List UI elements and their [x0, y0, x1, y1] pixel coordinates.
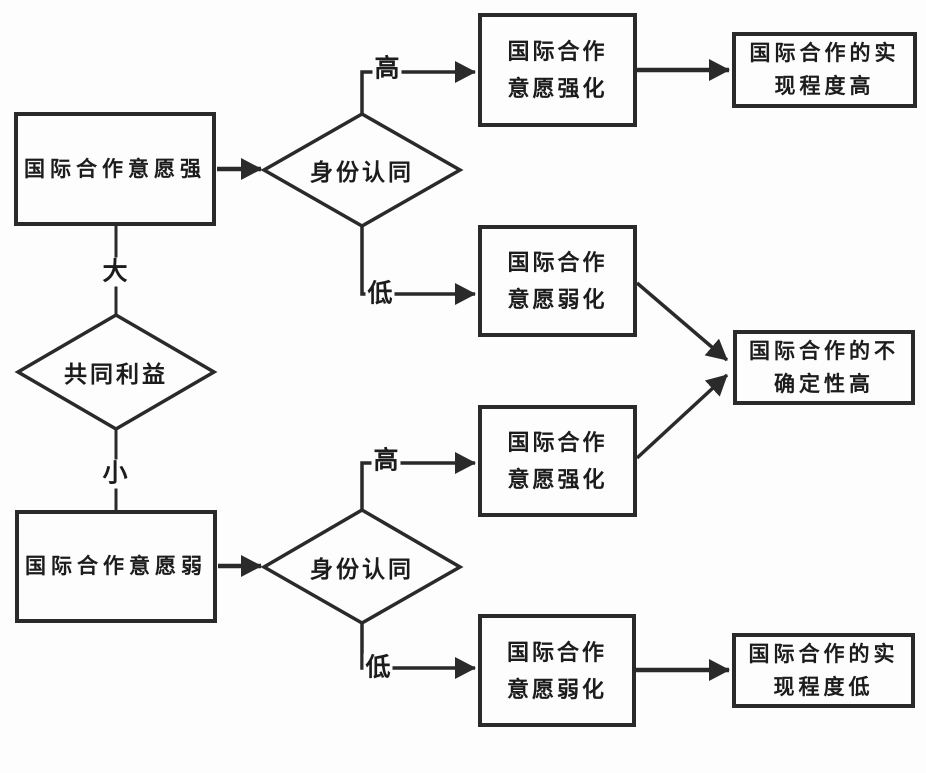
edge-label-identity-lower-low: 低 [363, 653, 393, 683]
node-will-weakened-upper: 国际合作 意愿弱化 [478, 225, 637, 337]
node-cooperation-will-strong: 国际合作意愿强 [14, 112, 216, 226]
edge-label-identity-upper-low: 低 [365, 279, 395, 309]
decision-identity-upper-shape [260, 111, 464, 229]
decision-identity-upper-label: 身份认同 [310, 160, 414, 185]
decision-identity-lower-shape [260, 507, 464, 626]
edge-label-interest-large: 大 [100, 257, 130, 287]
decision-common-interest-shape [14, 312, 218, 432]
node-outcome-realization-low: 国际合作的实 现程度低 [732, 633, 915, 708]
node-will-strengthened-lower: 国际合作 意愿强化 [478, 405, 637, 517]
edge-label-identity-upper-high: 高 [372, 54, 402, 84]
arrow-identity-lower-low [360, 623, 476, 679]
edge-label-interest-small: 小 [100, 459, 130, 489]
node-cooperation-will-weak: 国际合作意愿弱 [15, 510, 217, 623]
decision-common-interest-label: 共同利益 [64, 362, 168, 387]
arrow-identity-upper-high [360, 61, 476, 114]
arrow-identity-upper-low [360, 226, 476, 305]
node-outcome-uncertainty-high: 国际合作的不 确定性高 [733, 330, 915, 405]
arrow-weaken-upper-to-uncertain [635, 281, 729, 362]
node-will-strengthened-upper: 国际合作 意愿强化 [478, 13, 637, 127]
arrow-identity-lower-high [360, 452, 476, 510]
node-will-weakened-lower: 国际合作 意愿弱化 [478, 614, 636, 727]
arrow-strengthen-lower-to-uncertain [635, 373, 729, 460]
edge-label-identity-lower-high: 高 [371, 446, 401, 476]
node-outcome-realization-high: 国际合作的实 现程度高 [732, 32, 917, 108]
decision-identity-lower-label: 身份认同 [310, 557, 414, 582]
